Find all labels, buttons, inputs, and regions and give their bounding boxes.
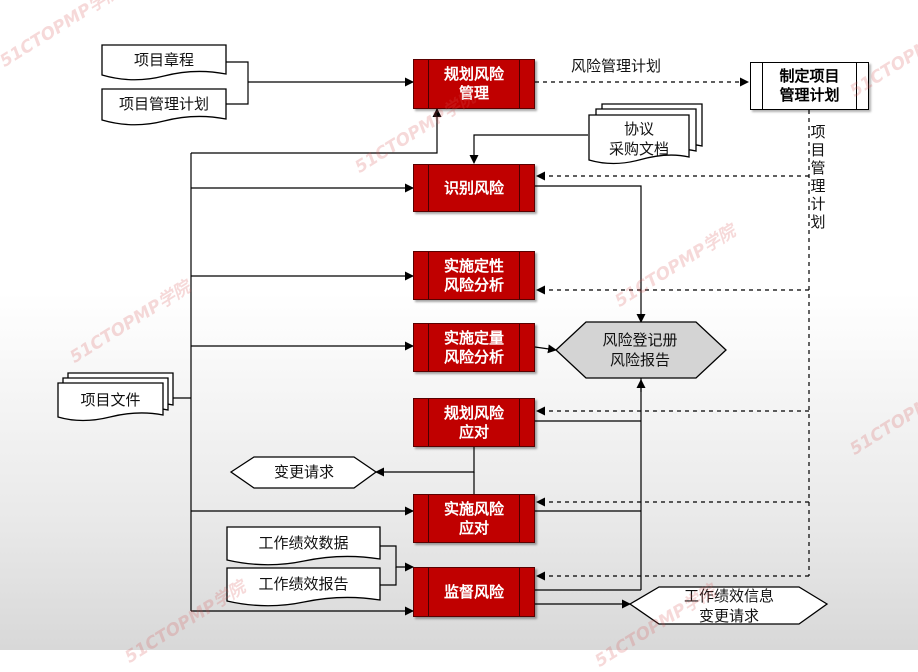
- process-implement-risk-responses[interactable]: 实施风险 应对: [413, 494, 535, 543]
- doc-work-performance-reports: 工作绩效报告: [258, 575, 349, 593]
- wpr-to-monitor-arrow: [380, 567, 397, 586]
- external-process-label: 制定项目 管理计划: [779, 67, 840, 104]
- project-mgmt-plan-doc-shape: [101, 88, 227, 126]
- output-work-performance-info: 工作绩效信息 变更请求: [683, 587, 774, 625]
- process-identify-risks[interactable]: 识别风险: [413, 164, 535, 212]
- process-label: 规划风险 管理: [443, 65, 504, 102]
- doc-project-mgmt-plan: 项目管理计划: [118, 95, 209, 113]
- identify-to-register-arrow: [535, 185, 646, 323]
- process-label: 实施定性 风险分析: [443, 256, 504, 294]
- label-project-mgmt-plan-vertical: 项目管理计划: [810, 123, 826, 231]
- doc-agreements: 协议 采购文档: [608, 120, 669, 158]
- connector-lines: [57, 44, 829, 625]
- process-label: 实施风险 应对: [443, 499, 504, 537]
- output-change-requests: 变更请求: [273, 463, 334, 481]
- bus-to-plan-risk-arrow: [191, 108, 442, 154]
- process-monitor-risks[interactable]: 监督风险: [413, 567, 535, 617]
- process-label: 实施定量 风险分析: [443, 328, 504, 366]
- process-label: 监督风险: [443, 582, 504, 601]
- process-quantitative-analysis[interactable]: 实施定量 风险分析: [413, 323, 535, 372]
- process-plan-risk-management[interactable]: 规划风险 管理: [413, 59, 535, 109]
- doc-project-documents: 项目文件: [80, 391, 141, 409]
- plan-responses-to-change-request-arrow: [375, 446, 475, 477]
- process-label: 识别风险: [443, 178, 504, 197]
- agreements-to-identify-arrow: [469, 134, 588, 164]
- process-qualitative-analysis[interactable]: 实施定性 风险分析: [413, 251, 535, 300]
- wpd-to-monitor-arrow: [380, 545, 414, 572]
- process-plan-risk-responses[interactable]: 规划风险 应对: [413, 398, 535, 447]
- quantitative-to-register-arrow: [534, 344, 557, 354]
- wpd-doc-shape: [226, 526, 381, 566]
- process-develop-project-mgmt-plan[interactable]: 制定项目 管理计划: [750, 62, 869, 110]
- work-perf-info-hexagon: [628, 586, 829, 625]
- label-risk-mgmt-plan: 风险管理计划: [570, 57, 661, 75]
- agreements-doc-shape-front: [588, 114, 690, 165]
- plan-to-merge-line: [226, 82, 249, 105]
- wpr-doc-shape: [226, 567, 381, 607]
- project-docs-shape-front: [57, 382, 164, 422]
- output-risk-register: 风险登记册 风险报告: [602, 331, 678, 369]
- risk-register-hexagon: [555, 321, 727, 379]
- doc-project-charter: 项目章程: [133, 51, 194, 69]
- process-label: 规划风险 应对: [443, 403, 504, 441]
- doc-work-performance-data: 工作绩效数据: [258, 534, 349, 552]
- change-request-hexagon: [229, 456, 378, 489]
- charter-to-merge-line: [226, 61, 249, 82]
- project-charter-doc-shape: [101, 44, 227, 81]
